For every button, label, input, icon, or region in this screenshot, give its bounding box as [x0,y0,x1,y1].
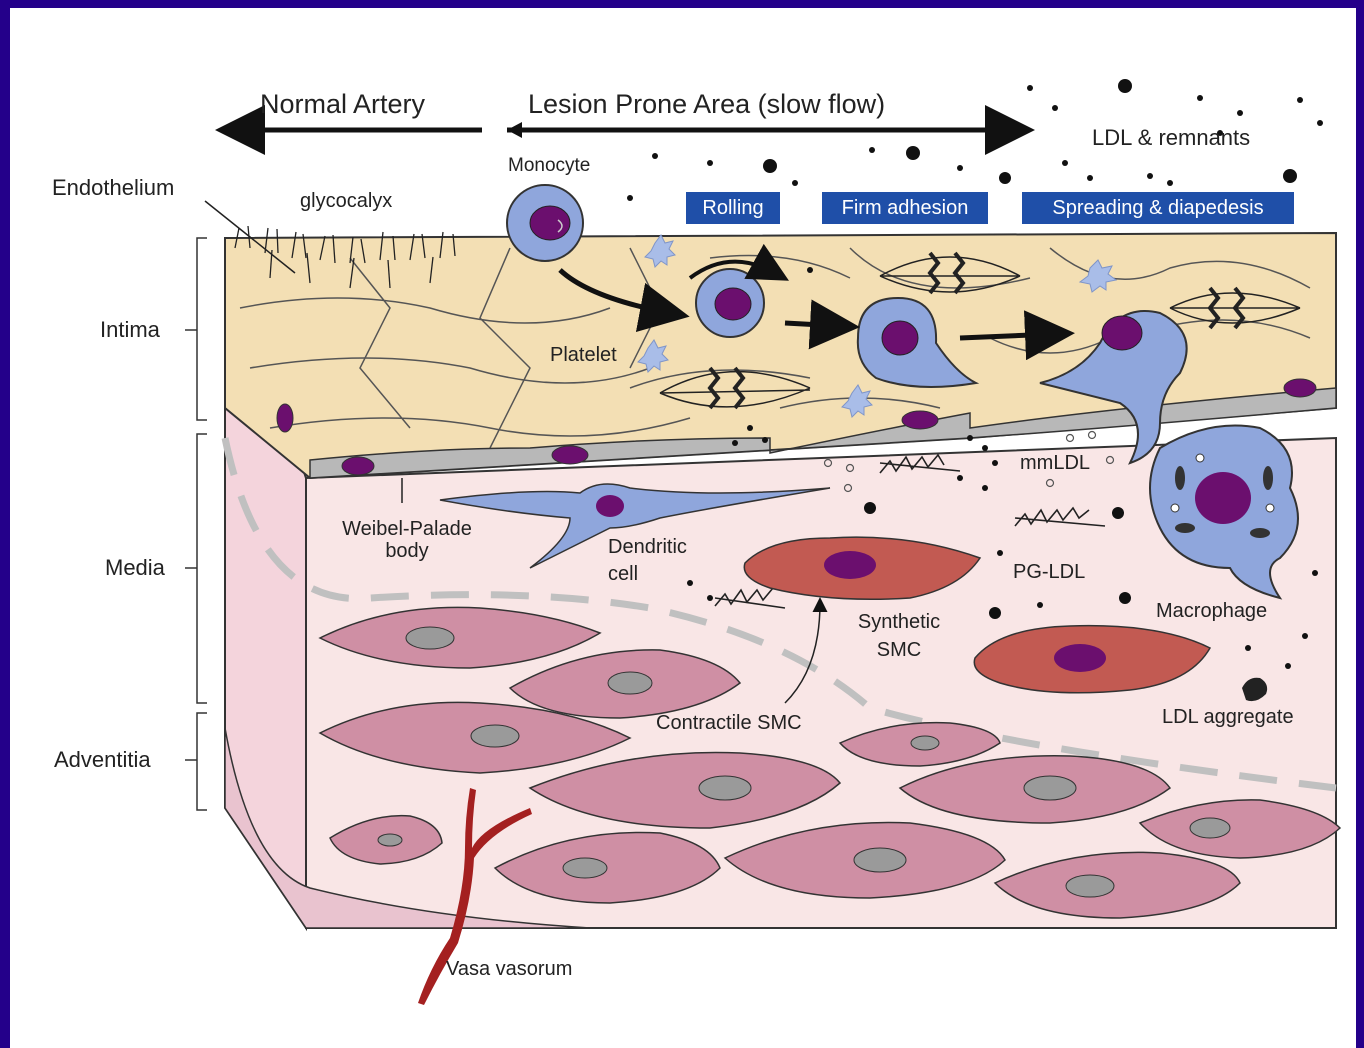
endothelium-label: Endothelium [52,176,174,200]
weibel-palade-line2: body [385,540,428,562]
layer-brackets [185,238,207,810]
glycocalyx-label: glycocalyx [300,190,392,212]
mmldl-label: mmLDL [1020,452,1090,474]
monocyte-label: Monocyte [508,156,590,177]
macrophage-label: Macrophage [1156,600,1267,622]
stage-tag-rolling: Rolling [686,192,780,224]
stage-tag-spreading-diapedesis: Spreading & diapedesis [1022,192,1294,224]
lesion-prone-arrow-back [507,122,522,138]
artery-diagram [10,8,1356,1048]
stage-tag-firm-adhesion: Firm adhesion [822,192,988,224]
weibel-palade-label: Weibel-Palade body [332,518,482,562]
figure-frame: Normal Artery Lesion Prone Area (slow fl… [10,8,1356,1048]
normal-artery-label: Normal Artery [260,90,425,120]
media-label: Media [105,556,165,580]
platelet-label: Platelet [550,344,617,366]
synthetic-line1: Synthetic [858,611,940,633]
ldl-aggregate-label: LDL aggregate [1162,706,1294,728]
rolling-to-adhesion-arrow [785,323,840,326]
dendritic-cell-label: Dendritic cell [608,534,687,588]
monocyte-cell [507,185,583,261]
monocyte-rolling [696,269,764,337]
dendritic-line1: Dendritic [608,536,687,558]
intima-label: Intima [100,318,160,342]
synthetic-line2: SMC [877,639,921,661]
lesion-prone-label: Lesion Prone Area (slow flow) [528,90,885,120]
synthetic-smc-label: Synthetic SMC [844,608,954,664]
adventitia-label: Adventitia [54,748,151,772]
contractile-smc-label: Contractile SMC [656,712,802,734]
ldl-remnants-label: LDL & remnants [1092,126,1250,150]
vasa-vasorum-label: Vasa vasorum [446,958,572,980]
pg-ldl-label: PG-LDL [1013,561,1085,583]
weibel-palade-line1: Weibel-Palade [342,518,472,540]
dendritic-line2: cell [608,563,638,585]
